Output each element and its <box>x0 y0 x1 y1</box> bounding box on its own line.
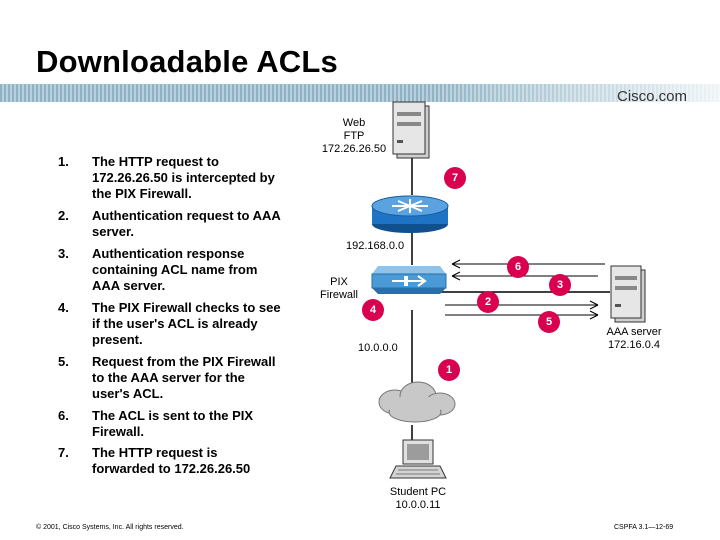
arrow-5-head <box>589 310 599 320</box>
step-text: Request from the PIX Firewall to the AAA… <box>92 354 276 401</box>
step-badge-4: 4 <box>362 299 384 321</box>
page-title: Downloadable ACLs <box>36 44 338 79</box>
cisco-logo: Cisco.com <box>617 88 688 105</box>
step-badge-7: 7 <box>444 167 466 189</box>
arrow-2-head <box>589 300 599 310</box>
step-number: 6. <box>58 408 69 423</box>
web-server-label-line: 172.26.26.50 <box>321 143 387 155</box>
step-badge-1: 1 <box>438 359 460 381</box>
step-text: The ACL is sent to the PIX Firewall. <box>92 408 254 439</box>
student-pc-label-line: 10.0.0.11 <box>395 499 441 511</box>
title-bar-fade <box>430 84 720 102</box>
pix-label: PIX Firewall <box>314 276 364 302</box>
step-badge-2: 2 <box>477 291 499 313</box>
student-pc-label: Student PC 10.0.0.11 <box>380 486 456 512</box>
aaa-server-label: AAA server 172.16.0.4 <box>598 326 670 352</box>
pix-firewall-icon <box>371 266 447 294</box>
student-pc-icon <box>389 439 447 479</box>
step-badge-6: 6 <box>507 256 529 278</box>
step-number: 7. <box>58 445 69 460</box>
step-text: The PIX Firewall checks to see if the us… <box>92 300 281 347</box>
step-number: 5. <box>58 354 69 369</box>
copyright-footer: © 2001, Cisco Systems, Inc. All rights r… <box>36 524 184 531</box>
step-badge-3: 3 <box>549 274 571 296</box>
web-server-label: Web FTP 172.26.26.50 <box>318 117 390 156</box>
web-server-label-line: FTP <box>343 130 365 142</box>
slide-number-footer: CSPFA 3.1—12-69 <box>614 524 674 531</box>
web-server-label-line: Web <box>342 117 366 129</box>
pix-label-line: Firewall <box>320 289 358 301</box>
step-text: The HTTP request is forwarded to 172.26.… <box>92 445 251 476</box>
arrow-3-head <box>451 271 461 281</box>
step-number: 3. <box>58 246 69 261</box>
aaa-server-label-line: AAA server <box>606 326 662 338</box>
step-text: The HTTP request to 172.26.26.50 is inte… <box>92 154 275 201</box>
step-number: 4. <box>58 300 69 315</box>
router-icon <box>371 195 449 233</box>
outside-network-label: 10.0.0.0 <box>358 342 398 354</box>
step-number: 2. <box>58 208 69 223</box>
step-text: Authentication request to AAA server. <box>92 208 281 239</box>
inside-network-label: 192.168.0.0 <box>346 240 405 252</box>
web-server-icon <box>392 101 430 159</box>
step-number: 1. <box>58 154 69 169</box>
pix-label-line: PIX <box>330 276 348 288</box>
student-pc-label-line: Student PC <box>389 486 447 498</box>
arrow-6-head <box>451 259 461 269</box>
aaa-server-icon <box>610 265 646 323</box>
cloud-icon <box>378 381 456 423</box>
aaa-server-label-line: 172.16.0.4 <box>608 339 660 351</box>
step-text: Authentication response containing ACL n… <box>92 246 258 293</box>
step-badge-5: 5 <box>538 311 560 333</box>
